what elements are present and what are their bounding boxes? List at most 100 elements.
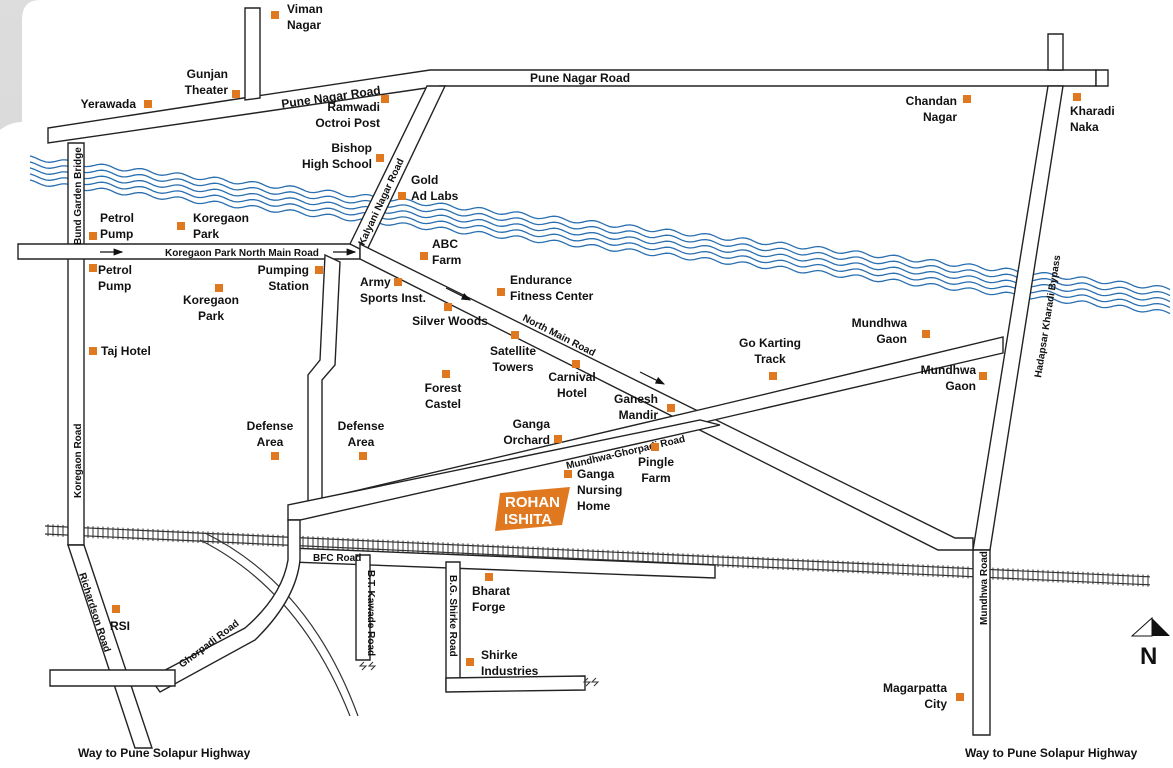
landmark-label: Ad Labs [411,189,459,203]
mundhwa-road-label: Mundhwa Road [979,551,990,625]
landmark-marker-icon [466,658,474,666]
landmark-marker-icon [497,288,505,296]
landmark-label: Viman [287,2,323,16]
north-main-road [359,242,974,551]
landmark-marker-icon [963,95,971,103]
project-name-line-2: ISHITA [504,511,552,528]
river-wave-line [29,161,1171,297]
river [29,155,1171,315]
landmark-marker-icon [394,278,402,286]
landmark-label: Theater [185,83,229,97]
landmark-label: Mundhwa [852,316,908,330]
landmark-label: Pumping [258,263,309,277]
landmark-label: Chandan [906,94,957,108]
landmark-yerawada: Yerawada [81,97,152,111]
landmark-label: Bharat [472,584,510,598]
landmark-marker-icon [442,370,450,378]
landmark-marker-icon [485,573,493,581]
koregaon-park-north-main-road-label: Koregaon Park North Main Road [165,248,319,259]
landmark-marker-icon [232,90,240,98]
landmark-label: Park [198,309,224,323]
landmark-marker-icon [922,330,930,338]
landmark-taj-hotel: Taj Hotel [89,344,151,358]
landmark-marker-icon [315,266,323,274]
landmark-label: Mundhwa [921,363,977,377]
river-wave-line [29,167,1171,303]
landmark-label: Ramwadi [327,100,380,114]
landmark-label: Petrol [100,211,134,225]
landmark-marker-icon [420,252,428,260]
landmark-label: Koregaon [183,293,239,307]
landmark-marker-icon [651,443,659,451]
landmark-marker-icon [564,470,572,478]
landmark-silver-woods: Silver Woods [412,303,488,328]
landmark-marker-icon [359,452,367,460]
landmark-label: Ganga [513,417,551,431]
railway-line [44,524,1151,717]
north-label: N [1140,643,1157,670]
landmark-label: Home [577,499,611,513]
road-network [17,7,1109,749]
landmark-rsi: RSI [110,605,130,633]
direction-left-label: Way to Pune Solapur Highway [78,746,251,760]
landmark-label: Farm [432,253,461,267]
landmark-marker-icon [215,284,223,292]
direction-right-label: Way to Pune Solapur Highway [965,746,1138,760]
landmark-label: Pingle [638,455,674,469]
north-arrow: N [1130,616,1170,670]
landmark-label: Defense [247,419,294,433]
landmark-label: Go Karting [739,336,801,350]
landmark-label: Gaon [876,332,907,346]
river-wave-line [29,173,1171,309]
landmark-label: Mandir [619,408,659,422]
viman-nagar-road [244,7,261,101]
rail-branch [199,539,351,717]
landmark-marker-icon [89,264,97,272]
koregaon-road-label: Koregaon Road [73,424,84,498]
landmark-marker-icon [112,605,120,613]
landmark-marker-icon [398,192,406,200]
landmark-label: Naka [1070,120,1099,134]
rail-branch [204,532,359,717]
river-wave-line [29,155,1171,291]
landmark-label: Castel [425,397,461,411]
landmark-marker-icon [769,372,777,380]
pune-nagar-road-label-2: Pune Nagar Road [530,71,630,85]
landmark-label: Hotel [557,386,587,400]
bt-kawade-road-label: B.T. Kawade Road [365,570,376,656]
landmark-marker-icon [1073,93,1081,101]
landmark-marker-icon [572,360,580,368]
landmark-label: Carnival [548,370,595,384]
kharadi-road-top [1047,33,1064,71]
bt-kawade-road [355,554,371,661]
landmark-label: Fitness Center [510,289,594,303]
river-wave-line [29,179,1171,315]
direction-arrows [100,248,666,385]
landmark-label: High School [302,157,372,171]
landmark-label: Sports Inst. [360,291,426,305]
landmark-label: Shirke [481,648,518,662]
landmark-label: Ganesh [614,392,658,406]
landmark-label: Area [348,435,375,449]
landmark-marker-icon [271,11,279,19]
landmark-label: Nagar [287,18,321,32]
landmark-marker-icon [376,154,384,162]
